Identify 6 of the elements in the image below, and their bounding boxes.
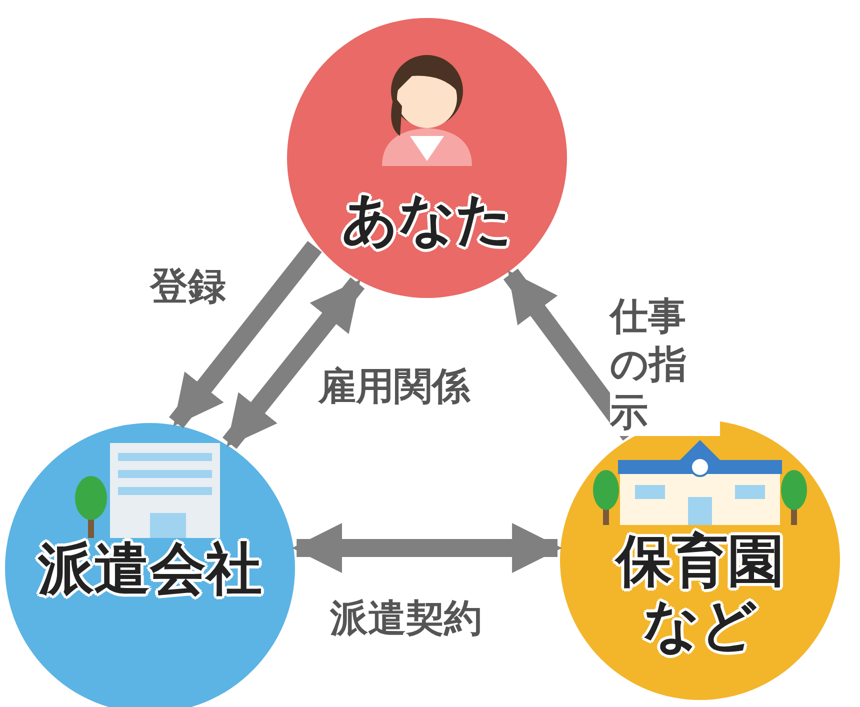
- node-label: あなた: [340, 188, 514, 252]
- arrow: [169, 241, 322, 428]
- arrow: [292, 523, 562, 573]
- arrow: [222, 277, 365, 449]
- node-label: 保育園など: [614, 530, 785, 658]
- node-label: 派遣会社: [36, 538, 263, 602]
